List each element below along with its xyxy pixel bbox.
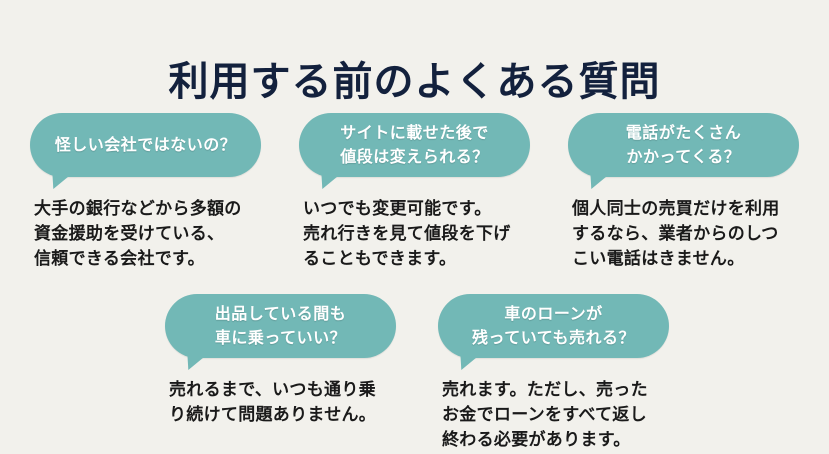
page-title: 利用する前のよくある質問 [168, 58, 661, 105]
question-text: 怪しい会社ではないの？ [54, 135, 237, 154]
question-bubble: 出品している間も 車に乗っていい？ [165, 294, 396, 370]
answer-text: 個人同士の売買だけを利用 するなら、業者からのしつ こい電話はきません。 [572, 199, 780, 269]
answer-text: 売れます。ただし、売った お金でローンをすべて返し 終わる必要があります。 [442, 380, 648, 450]
question-bubble: サイトに載せた後で 値段は変えられる？ [299, 113, 530, 189]
question-text: サイトに載せた後で 値段は変えられる？ [340, 123, 489, 166]
speech-bubble-tail-icon [585, 167, 618, 189]
answer-text: 売れるまで、いつも通り乗 り続けて問題ありません。 [169, 380, 377, 425]
question-text: 車のローンが 残っていても売れる？ [472, 304, 635, 347]
speech-bubble-tail-icon [316, 167, 349, 189]
answer-text: いつでも変更可能です。 売れ行きを見て値段を下げ ることもできます。 [303, 199, 511, 269]
question-bubble: 電話がたくさん かかってくる？ [568, 113, 799, 189]
question-bubble: 怪しい会社ではないの？ [30, 113, 261, 189]
question-text: 電話がたくさん かかってくる？ [625, 123, 742, 166]
question-text: 出品している間も 車に乗っていい？ [214, 304, 347, 347]
speech-bubble-tail-icon [47, 167, 80, 189]
question-bubble: 車のローンが 残っていても売れる？ [438, 294, 669, 370]
speech-bubble-tail-icon [455, 348, 488, 370]
answer-text: 大手の銀行などから多額の 資金援助を受けている、 信頼できる会社です。 [34, 199, 242, 269]
speech-bubble-tail-icon [182, 348, 215, 370]
